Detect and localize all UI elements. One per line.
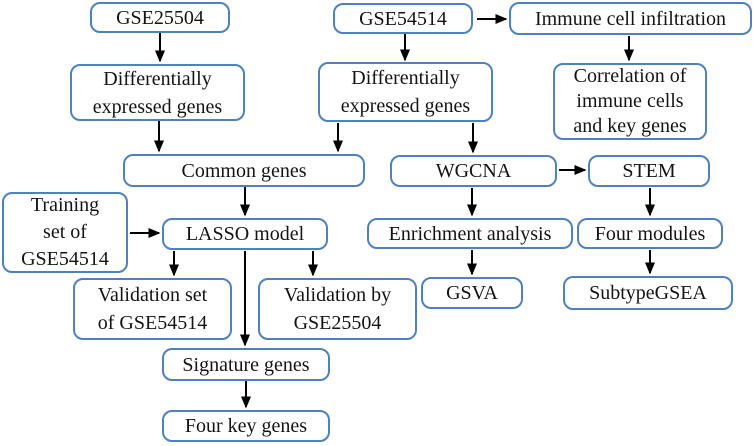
node-common-genes: Common genes (123, 154, 365, 187)
node-wgcna: WGCNA (390, 155, 557, 187)
node-differentially-expressed-genes-left: Differentially expressed genes (70, 64, 245, 121)
node-lasso-model: LASSO model (162, 218, 328, 250)
node-enrichment-analysis: Enrichment analysis (367, 218, 573, 249)
node-correlation-immune-cells-key-genes: Correlation of immune cells and key gene… (553, 63, 707, 140)
node-subtypegsea: SubtypeGSEA (563, 276, 733, 310)
node-gse54514: GSE54514 (333, 3, 473, 34)
node-four-key-genes: Four key genes (162, 410, 330, 442)
node-gse25504: GSE25504 (90, 2, 230, 33)
node-stem: STEM (588, 155, 710, 187)
node-differentially-expressed-genes-right: Differentially expressed genes (318, 62, 493, 122)
node-immune-cell-infiltration: Immune cell infiltration (509, 2, 752, 35)
node-signature-genes: Signature genes (162, 348, 330, 381)
node-validation-set-gse54514: Validation set of GSE54514 (73, 278, 232, 340)
node-gsva: GSVA (421, 277, 523, 309)
node-training-set-gse54514: Training set of GSE54514 (2, 192, 128, 273)
node-four-modules: Four modules (577, 218, 723, 249)
node-validation-by-gse25504: Validation by GSE25504 (258, 278, 417, 340)
